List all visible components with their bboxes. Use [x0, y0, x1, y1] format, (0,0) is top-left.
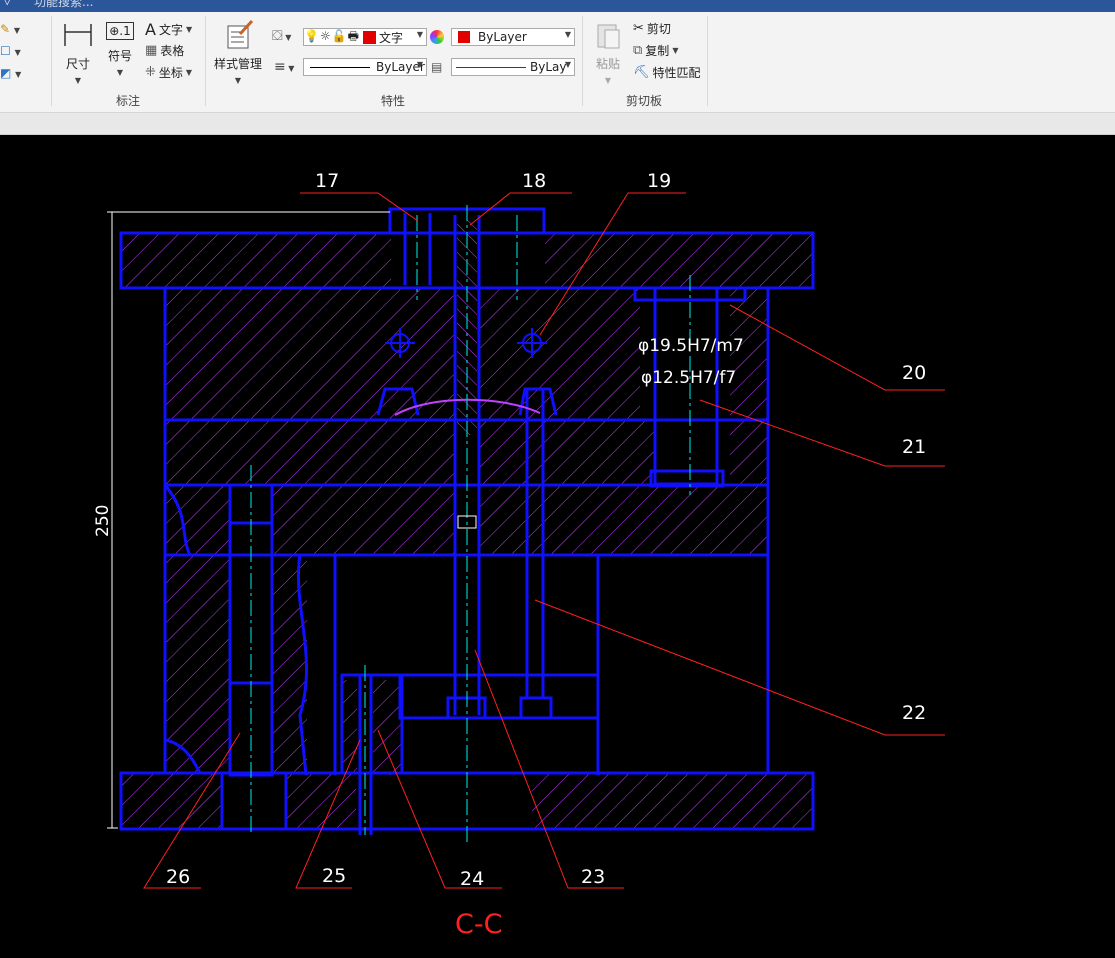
- center-lines: [250, 205, 691, 845]
- erase-icon[interactable]: ◩ ▼: [0, 66, 22, 80]
- rect-icon[interactable]: ☐ ▼: [0, 44, 21, 58]
- paste-label: 粘贴: [595, 57, 620, 71]
- scissors-icon: ✂: [633, 21, 644, 36]
- layer-combo-value: 文字: [378, 30, 403, 45]
- layer-color-swatch: [362, 30, 376, 44]
- draw-small-icons: ✎ ▼ ☐ ▼ ◩ ▼: [0, 22, 21, 80]
- layer-icons: 💡☼🔓🖶: [304, 28, 360, 43]
- paste-button[interactable]: 粘贴 ▼: [590, 20, 626, 86]
- callout-19: 19: [647, 170, 671, 192]
- mold-section-drawing[interactable]: 250 φ19.5H7/m7 φ12.5H7/f7 17 18 19 20 21…: [0, 135, 1115, 958]
- match-properties-label: 特性匹配: [652, 66, 701, 80]
- callout-17: 17: [315, 170, 339, 192]
- callout-26: 26: [166, 866, 190, 888]
- table-icon: ▦: [145, 43, 158, 58]
- cut-button[interactable]: ✂ 剪切: [633, 20, 671, 37]
- feature-search[interactable]: 功能搜索...: [34, 0, 94, 9]
- cut-label: 剪切: [646, 22, 671, 36]
- overall-dimension-text: 250: [93, 505, 113, 537]
- app-logo-icon: ▽: [3, 0, 12, 7]
- ribbon: ✎ ▼ ☐ ▼ ◩ ▼ 尺寸 ▼ ⊕.1 符号 ▼ A 文字 ▼ ▦ 表格 ⁜ …: [0, 12, 1115, 113]
- style-manager-icon: [227, 19, 254, 49]
- properties-group-label: 特性: [381, 94, 406, 108]
- copy-icon: ⧉: [633, 43, 643, 58]
- callout-25: 25: [322, 865, 346, 887]
- layer-state-icon[interactable]: ⛋ ▼: [272, 28, 292, 44]
- lineweight-combo-value: ByLay: [530, 60, 567, 74]
- coordinate-icon: ⁜: [145, 65, 156, 80]
- small-marker-box: [457, 515, 477, 529]
- table-button[interactable]: ▦ 表格: [145, 42, 184, 59]
- color-combo-value: ByLayer: [478, 30, 527, 44]
- lineweight-icon[interactable]: ▤: [431, 60, 443, 74]
- copy-button[interactable]: ⧉ 复制 ▼: [633, 43, 679, 58]
- dimension-label: 尺寸: [65, 57, 90, 71]
- fit-label-1: φ19.5H7/m7: [638, 336, 744, 356]
- paste-icon: [597, 24, 620, 49]
- style-manager-label: 样式管理: [213, 57, 262, 71]
- text-icon: A: [145, 20, 156, 39]
- color-combo[interactable]: ByLayer ▼: [451, 28, 575, 46]
- dimension-button[interactable]: 尺寸 ▼: [61, 20, 95, 86]
- pencil-icon[interactable]: ✎ ▼: [0, 22, 21, 36]
- color-wheel-icon[interactable]: [430, 30, 444, 44]
- coordinate-button[interactable]: ⁜ 坐标 ▼: [145, 65, 193, 80]
- style-manager-button[interactable]: 样式管理 ▼: [212, 19, 264, 86]
- callout-18: 18: [522, 170, 546, 192]
- hatched-regions: [121, 233, 813, 829]
- title-bar: ▽ 功能搜索...: [0, 0, 1115, 12]
- overall-dimension: [107, 211, 390, 829]
- linetype-combo[interactable]: ByLayer ▼: [303, 58, 427, 76]
- section-label: C-C: [455, 909, 502, 940]
- tab-strip: [0, 113, 1115, 135]
- symbol-icon: ⊕.1: [106, 22, 134, 40]
- lineweight-combo[interactable]: ByLay ▼: [451, 58, 575, 76]
- pin-holes: [385, 328, 547, 358]
- symbol-button[interactable]: ⊕.1 符号 ▼: [104, 22, 136, 78]
- parting-curve: [394, 398, 541, 416]
- linetype-sample: [310, 66, 370, 68]
- linetype-combo-value: ByLayer: [376, 60, 425, 74]
- coordinate-label: 坐标: [158, 66, 183, 80]
- match-properties-button[interactable]: ⛏ 特性匹配: [633, 64, 701, 81]
- callout-22: 22: [902, 702, 926, 724]
- layer-combo[interactable]: 💡☼🔓🖶 文字 ▼: [303, 28, 427, 46]
- color-combo-swatch: [458, 31, 470, 43]
- lineweight-sample: [456, 66, 526, 68]
- match-properties-icon: ⛏: [633, 65, 650, 80]
- annotation-group-label: 标注: [116, 94, 141, 108]
- copy-label: 复制: [645, 44, 670, 58]
- symbol-label: 符号: [107, 49, 132, 63]
- table-label: 表格: [160, 44, 185, 58]
- text-label: 文字: [158, 23, 183, 37]
- clipboard-group-label: 剪切板: [626, 94, 663, 108]
- callout-24: 24: [460, 868, 484, 890]
- drawing-canvas[interactable]: 250 φ19.5H7/m7 φ12.5H7/f7 17 18 19 20 21…: [0, 135, 1115, 958]
- callout-21: 21: [902, 436, 926, 458]
- callout-23: 23: [581, 866, 605, 888]
- leader-lines: [143, 192, 945, 889]
- text-button[interactable]: A 文字 ▼: [145, 20, 193, 39]
- fit-label-2: φ12.5H7/f7: [641, 368, 736, 388]
- callout-20: 20: [902, 362, 926, 384]
- dimension-icon: [64, 24, 92, 46]
- line-list-icon[interactable]: ≡ ▼: [274, 59, 295, 75]
